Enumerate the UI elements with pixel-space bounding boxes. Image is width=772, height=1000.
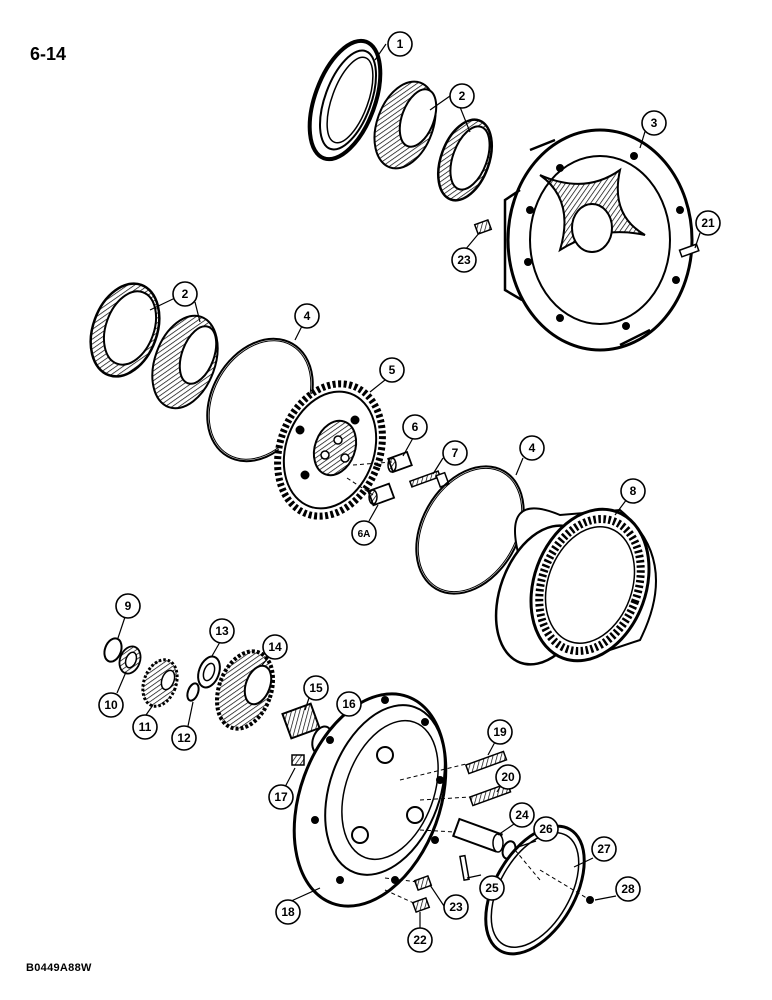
leader-lines [116,43,701,928]
callout-20: 20 [495,764,521,790]
part-bearing-cone-lower [151,314,219,410]
callout-15-label: 15 [309,681,323,695]
part-roll-pin-25 [459,854,470,882]
callout-14-label: 14 [268,640,282,654]
callout-13-label: 13 [215,624,229,638]
callout-8-label: 8 [630,484,637,498]
callout-22-label: 22 [413,933,427,947]
callout-2-upper-label: 2 [459,89,466,103]
callout-26-label: 26 [539,822,553,836]
figure-code: B0449A88W [26,962,92,974]
callout-18: 18 [275,899,301,925]
part-pinion-11 [141,658,179,708]
part-snap-ring-right [415,465,525,595]
part-bolt-17 [291,754,305,766]
callout-6a-label: 6A [358,529,371,540]
part-screw-22 [411,896,431,914]
callout-11-label: 11 [139,720,152,734]
callout-27: 27 [591,836,617,862]
callout-28-label: 28 [621,882,635,896]
callout-20-label: 20 [501,770,515,784]
part-bearing-10 [118,645,142,675]
callout-3: 3 [641,110,667,136]
callout-19-label: 19 [493,725,507,739]
callout-28: 28 [615,876,641,902]
callout-4-right: 4 [519,435,545,461]
callout-24: 24 [509,802,535,828]
part-needle-bearing-15 [281,702,321,740]
callout-6: 6 [402,414,428,440]
callout-16-label: 16 [342,697,356,711]
callout-2-upper: 2 [449,83,475,109]
part-stud-19 [464,750,508,775]
callout-17-label: 17 [274,790,288,804]
callout-21: 21 [695,210,721,236]
part-ring-12 [186,682,200,702]
callout-5: 5 [379,357,405,383]
callout-18-label: 18 [281,905,295,919]
callout-23-lower: 23 [443,894,469,920]
callout-6-label: 6 [412,420,419,434]
callout-2-lower: 2 [172,281,198,307]
part-cover-27 [484,824,586,956]
callout-1-label: 1 [397,37,404,51]
callout-4-left-label: 4 [304,309,311,323]
callout-9-label: 9 [125,599,132,613]
assembly-lines [346,461,591,905]
part-plug-23-lower [413,874,433,892]
part-plug-23-upper [473,218,493,236]
part-washer-13 [197,655,221,689]
callout-23-upper: 23 [451,247,477,273]
part-pin-24 [451,817,504,853]
callout-14: 14 [262,634,288,660]
callout-27-label: 27 [597,842,611,856]
callout-23-upper-label: 23 [457,253,471,267]
callout-4-right-label: 4 [529,441,536,455]
callout-24-label: 24 [515,808,529,822]
page-number: 6-14 [30,44,67,64]
callout-25-label: 25 [485,881,499,895]
callouts: 1 2 3 21 23 2 4 5 6 7 6A 4 8 9 13 14 10 … [98,31,721,953]
part-bushing-6 [387,450,413,474]
callout-16: 16 [336,691,362,717]
callout-8: 8 [620,478,646,504]
callout-5-label: 5 [389,363,396,377]
callout-7-label: 7 [452,446,459,460]
callout-12: 12 [171,725,197,751]
callout-19: 19 [487,719,513,745]
part-bearing-cup-upper [437,118,493,202]
callout-21-label: 21 [701,216,715,230]
part-hub [503,128,694,352]
part-planet-gear-14 [214,649,276,731]
callout-15: 15 [303,675,329,701]
callout-23-lower-label: 23 [449,900,463,914]
callout-22: 22 [407,927,433,953]
callout-6a: 6A [351,520,377,546]
part-drive-gear [274,380,386,520]
callout-7: 7 [442,440,468,466]
callout-25: 25 [479,875,505,901]
callout-10: 10 [98,692,124,718]
part-bearing-cone-upper [373,80,438,170]
part-seal [307,38,383,162]
part-snap-ring-9 [103,637,123,663]
callout-12-label: 12 [177,731,191,745]
callout-11: 11 [132,714,158,740]
callout-1: 1 [387,31,413,57]
part-stud-21 [678,243,700,258]
part-bolt-7 [408,470,450,488]
part-ring-gear [494,507,657,666]
callout-3-label: 3 [651,116,658,130]
callout-9: 9 [115,593,141,619]
part-carrier-18 [292,692,448,908]
part-bearing-cup-lower [89,282,161,378]
callout-17: 17 [268,784,294,810]
callout-13: 13 [209,618,235,644]
callout-10-label: 10 [104,698,118,712]
callout-2-lower-label: 2 [182,287,189,301]
callout-4-left: 4 [294,303,320,329]
callout-26: 26 [533,816,559,842]
